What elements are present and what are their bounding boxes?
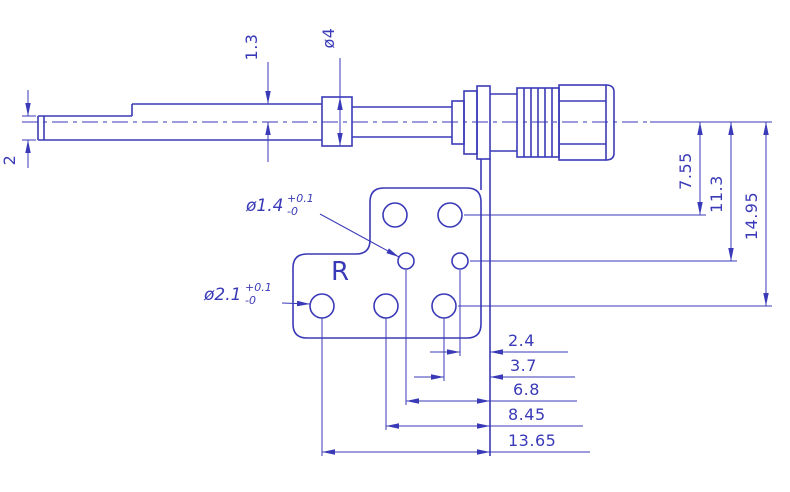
connector-body: [451, 84, 615, 161]
hole-top-right: [437, 202, 463, 228]
hole-top-left: [382, 202, 408, 228]
dim-label-collar-dia: ø4: [319, 28, 338, 49]
dim-label-edge-4: 8.45: [508, 405, 546, 424]
dim-edge-4: 8.45: [385, 318, 583, 430]
dim-edge-3: 6.8: [405, 270, 577, 405]
label-small-hole-dia: ø1.4 +0.1 -0: [245, 192, 400, 258]
dim-edge-1: 2.4: [430, 270, 568, 356]
dim-hole-row1-offset: 7.55: [464, 122, 706, 216]
dim-lead-thickness: 2: [0, 90, 36, 168]
hole-bottom-mid: [373, 293, 399, 319]
dim-label-edge-1: 2.4: [508, 331, 535, 350]
hole-mid-left: [397, 252, 415, 270]
dim-edge-5: 13.65: [321, 318, 590, 456]
dim-pin-offset: 1.3: [242, 34, 316, 162]
dim-label-edge-3: 6.8: [513, 380, 540, 399]
part-marking-r: R: [331, 257, 349, 287]
large-hole-dia-value: ø2.1: [203, 285, 241, 305]
collar: [321, 96, 353, 147]
dim-edge-2: 3.7: [414, 318, 575, 381]
dim-collar-dia: ø4: [319, 28, 343, 146]
connector-shaft: [352, 106, 452, 138]
dim-label-edge-2: 3.7: [510, 356, 537, 375]
large-hole-tol-plus: +0.1: [245, 281, 272, 294]
dim-label-lead-thickness: 2: [0, 155, 19, 166]
dim-label-hole-row3: 14.95: [742, 192, 761, 240]
dim-label-hole-row2: 11.3: [707, 175, 726, 213]
hole-mid-right: [451, 252, 469, 270]
label-large-hole-dia: ø2.1 +0.1 -0: [203, 281, 311, 307]
dim-label-edge-5: 13.65: [508, 431, 556, 450]
mounting-plate: [292, 187, 482, 339]
dim-hole-row3-offset: 14.95: [458, 122, 772, 307]
mounting-flange-edge: [480, 159, 491, 456]
small-hole-tol-plus: +0.1: [287, 192, 314, 205]
hole-bottom-right: [431, 293, 457, 319]
hole-bottom-left: [309, 293, 335, 319]
small-hole-tol-minus: -0: [287, 205, 298, 218]
small-hole-dia-value: ø1.4: [245, 196, 283, 216]
dim-label-hole-row1: 7.55: [676, 152, 695, 190]
large-hole-tol-minus: -0: [245, 294, 256, 307]
dim-hole-row2-offset: 11.3: [470, 122, 737, 262]
dim-label-pin-offset: 1.3: [242, 34, 261, 61]
